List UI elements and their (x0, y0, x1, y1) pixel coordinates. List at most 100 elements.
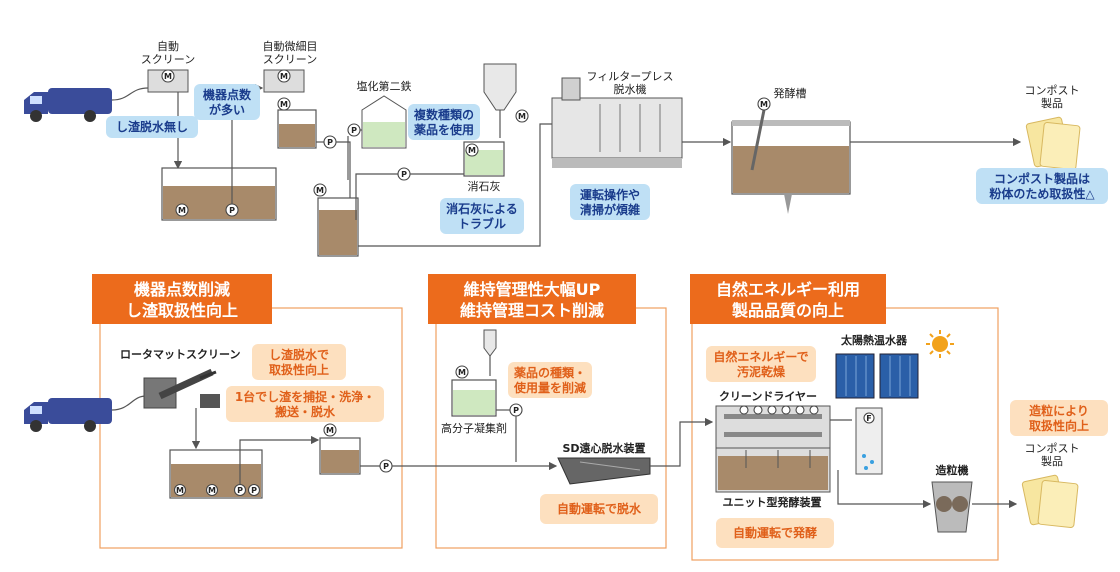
svg-text:取扱性向上: 取扱性向上 (1029, 418, 1089, 433)
svg-text:機器点数: 機器点数 (203, 87, 252, 102)
svg-text:維持管理性大幅UP: 維持管理性大幅UP (464, 280, 601, 299)
auto-fine-screen-label-2: スクリーン (263, 53, 317, 66)
svg-text:P: P (237, 486, 243, 495)
svg-text:M: M (760, 100, 768, 109)
svg-text:消石灰による: 消石灰による (446, 201, 518, 216)
unit-fermenter (715, 447, 831, 493)
svg-text:P: P (401, 170, 407, 179)
svg-text:機器点数削減: 機器点数削減 (134, 280, 230, 299)
compost-bag-icon-bottom (1021, 474, 1079, 528)
solar-label: 太陽熱温水器 (840, 333, 908, 347)
svg-text:P: P (251, 486, 257, 495)
svg-text:複数種類の: 複数種類の (413, 107, 474, 122)
rotamat-label: ロータマットスクリーン (120, 348, 240, 361)
svg-text:自動運転で脱水: 自動運転で脱水 (557, 501, 642, 516)
svg-text:M: M (280, 72, 288, 81)
filter-press-label-1: フィルタープレス (586, 70, 673, 83)
callout-lime-trouble: 消石灰による トラブル (440, 198, 524, 234)
svg-text:トラブル: トラブル (458, 216, 506, 231)
fermenter: M (731, 97, 851, 214)
callout-auto-ferment: 自動運転で発酵 (716, 518, 834, 548)
reaction-tank: M (313, 183, 359, 257)
sd-centrifuge-label: SD遠心脱水装置 (562, 441, 645, 455)
svg-text:M: M (208, 486, 216, 495)
sun-icon (926, 330, 954, 358)
svg-text:コンポスト製品は: コンポスト製品は (994, 171, 1090, 186)
callout-chem-reduce: 薬品の種類・ 使用量を削減 (508, 362, 592, 398)
callout-powder: コンポスト製品は 粉体のため取扱性△ (976, 168, 1108, 204)
callout-dewater-screen: し渣脱水で 取扱性向上 (252, 344, 346, 380)
svg-text:粉体のため取扱性△: 粉体のため取扱性△ (989, 186, 1095, 201)
svg-text:F: F (866, 414, 871, 423)
receiving-tank: M P (161, 167, 277, 221)
svg-text:自動運転で発酵: 自動運転で発酵 (733, 525, 817, 540)
svg-text:P: P (351, 126, 357, 135)
svg-text:製品品質の向上: 製品品質の向上 (731, 301, 844, 320)
lime-tank: M (463, 141, 505, 177)
polymer-label: 高分子凝集剤 (441, 421, 507, 435)
solar-heater (835, 353, 919, 399)
auto-fine-screen: M (263, 69, 305, 93)
svg-text:P: P (229, 206, 235, 215)
svg-text:M: M (468, 146, 476, 155)
svg-text:し渣取扱性向上: し渣取扱性向上 (126, 301, 238, 320)
svg-text:P: P (383, 462, 389, 471)
callout-multi-chem: 複数種類の 薬品を使用 (408, 104, 480, 140)
compost-top-label-1: コンポスト (1025, 84, 1080, 97)
truck-icon-bottom (24, 398, 112, 432)
filter-press (551, 77, 683, 168)
heat-exchanger: F (855, 407, 883, 475)
rotamat-screen (143, 368, 220, 409)
polymer-tank: M (451, 329, 497, 417)
compost-top-label-2: 製品 (1041, 96, 1063, 110)
svg-text:が多い: が多い (209, 102, 245, 117)
banner-2: 維持管理性大幅UP 維持管理コスト削減 (428, 274, 636, 324)
compost-bottom-label-2: 製品 (1041, 454, 1063, 468)
receiving-tank-bottom: M M P P (169, 449, 263, 499)
truck-icon (24, 88, 112, 122)
callout-auto-dewater: 自動運転で脱水 (540, 494, 658, 524)
svg-text:M: M (164, 72, 172, 81)
banner-1: 機器点数削減 し渣取扱性向上 (92, 274, 272, 324)
svg-text:造粒により: 造粒により (1029, 403, 1089, 418)
clean-dryer-label: クリーンドライヤー (719, 390, 817, 403)
callout-granule: 造粒により 取扱性向上 (1010, 400, 1108, 436)
granulator-label: 造粒機 (936, 463, 969, 477)
callout-many-devices: 機器点数 が多い (194, 84, 260, 120)
svg-text:し渣脱水で: し渣脱水で (269, 347, 329, 362)
svg-text:運転操作や: 運転操作や (580, 187, 640, 202)
svg-text:清掃が煩雑: 清掃が煩雑 (580, 202, 640, 217)
svg-text:M: M (280, 100, 288, 109)
compost-bottom-label-1: コンポスト (1025, 442, 1080, 455)
ferric-chloride-tank (361, 95, 407, 149)
auto-screen-label-2: スクリーン (141, 53, 195, 66)
svg-text:自然エネルギーで: 自然エネルギーで (713, 349, 808, 364)
svg-text:M: M (518, 112, 526, 121)
svg-text:M: M (316, 186, 324, 195)
callout-one-unit: 1台でし渣を捕捉・洗浄・ 搬送・脱水 (226, 386, 384, 422)
section-1-frame (99, 307, 403, 549)
svg-text:M: M (458, 368, 466, 377)
svg-text:P: P (327, 138, 333, 147)
callout-no-dewater: し渣脱水無し (106, 116, 198, 138)
sd-centrifuge (557, 457, 651, 485)
svg-text:M: M (326, 426, 334, 435)
svg-text:薬品を使用: 薬品を使用 (414, 122, 474, 137)
filter-press-label-2: 脱水機 (614, 82, 647, 96)
fermenter-label: 発酵槽 (774, 86, 807, 100)
conditioning-tank-bottom: M (319, 423, 361, 475)
svg-text:使用量を削減: 使用量を削減 (513, 380, 586, 395)
svg-text:M: M (176, 486, 184, 495)
auto-fine-screen-label-1: 自動微細目 (263, 39, 318, 53)
svg-text:し渣脱水無し: し渣脱水無し (116, 119, 188, 134)
svg-text:搬送・脱水: 搬送・脱水 (275, 404, 336, 419)
svg-text:自然エネルギー利用: 自然エネルギー利用 (716, 280, 860, 299)
unit-fermenter-label: ユニット型発酵装置 (723, 495, 822, 509)
callout-operation: 運転操作や 清掃が煩雑 (570, 184, 650, 220)
svg-text:汚泥乾燥: 汚泥乾燥 (737, 364, 786, 379)
compost-bag-icon (1025, 116, 1081, 170)
small-tank: M (277, 97, 317, 149)
svg-text:P: P (513, 406, 519, 415)
granulator (931, 481, 973, 533)
